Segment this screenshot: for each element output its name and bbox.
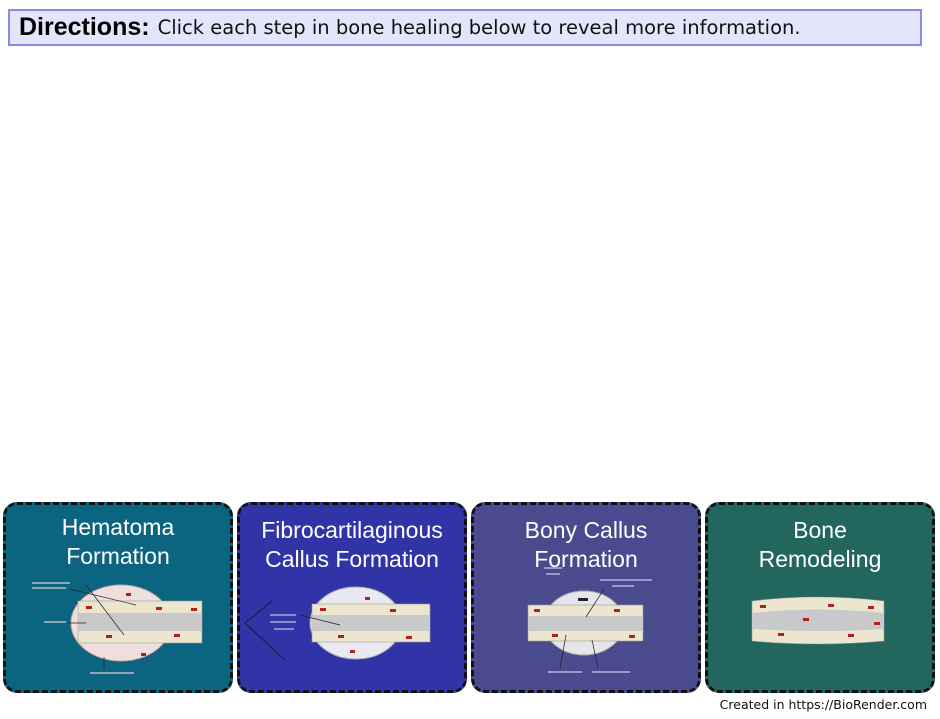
step-card-bone-remodeling[interactable]: Bone Remodeling — [705, 502, 935, 693]
card-title-line-2: Remodeling — [758, 546, 882, 572]
card-title-line-1: Bone — [793, 517, 847, 543]
card-title: Bone Remodeling — [708, 516, 932, 574]
bony-callus-bone-illustration — [527, 567, 652, 673]
card-title-line-1: Fibrocartilaginous — [261, 517, 443, 543]
directions-banner: Directions: Click each step in bone heal… — [8, 9, 922, 46]
remodeled-bone-illustration — [751, 596, 885, 645]
directions-text: Click each step in bone healing below to… — [157, 16, 801, 39]
card-title-line-1: Bony Callus — [524, 517, 648, 543]
directions-label: Directions: — [19, 13, 150, 41]
card-title-line-2: Formation — [534, 546, 638, 572]
card-title: Hematoma Formation — [6, 513, 230, 571]
card-title: Fibrocartilaginous Callus Formation — [240, 516, 464, 574]
card-title-line-2: Callus Formation — [265, 546, 439, 572]
step-card-fibrocartilaginous-callus-formation[interactable]: Fibrocartilaginous Callus Formation — [237, 502, 467, 693]
fibrocartilaginous-bone-illustration — [244, 586, 431, 662]
hematoma-bone-illustration — [32, 582, 203, 674]
card-title-line-1: Hematoma — [61, 514, 175, 540]
step-card-bony-callus-formation[interactable]: Bony Callus Formation — [471, 502, 701, 693]
card-title: Bony Callus Formation — [474, 516, 698, 574]
card-title-line-2: Formation — [66, 543, 170, 569]
step-card-hematoma-formation[interactable]: Hematoma Formation — [3, 502, 233, 693]
biorender-credit: Created in https://BioRender.com — [719, 697, 927, 712]
